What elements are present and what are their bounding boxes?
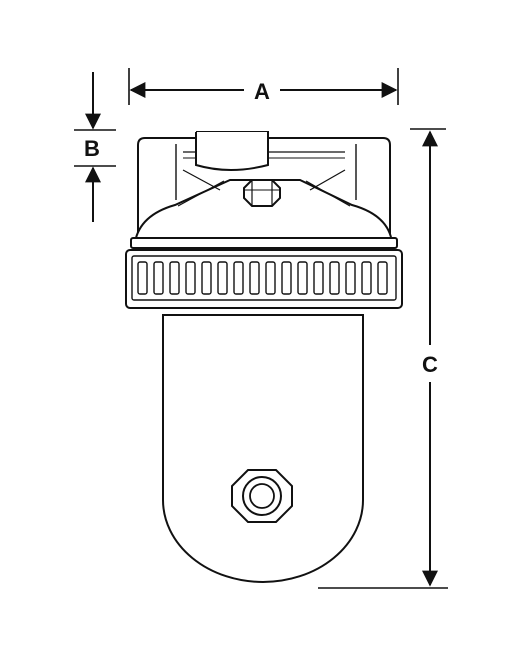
dimension-c: C (318, 128, 448, 589)
hex-nut (243, 179, 281, 207)
dimension-a-label: A (254, 79, 270, 104)
dimension-a: A (128, 68, 399, 105)
collar-ribs (137, 261, 388, 295)
filter-dome (133, 179, 394, 243)
dimension-b-label: B (84, 136, 100, 161)
filter-unit (125, 131, 403, 583)
dimension-b: B (74, 72, 116, 222)
filter-bowl (162, 314, 364, 583)
top-boss (195, 132, 269, 171)
dimension-c-label: C (422, 352, 438, 377)
drain-fitting (231, 469, 293, 523)
